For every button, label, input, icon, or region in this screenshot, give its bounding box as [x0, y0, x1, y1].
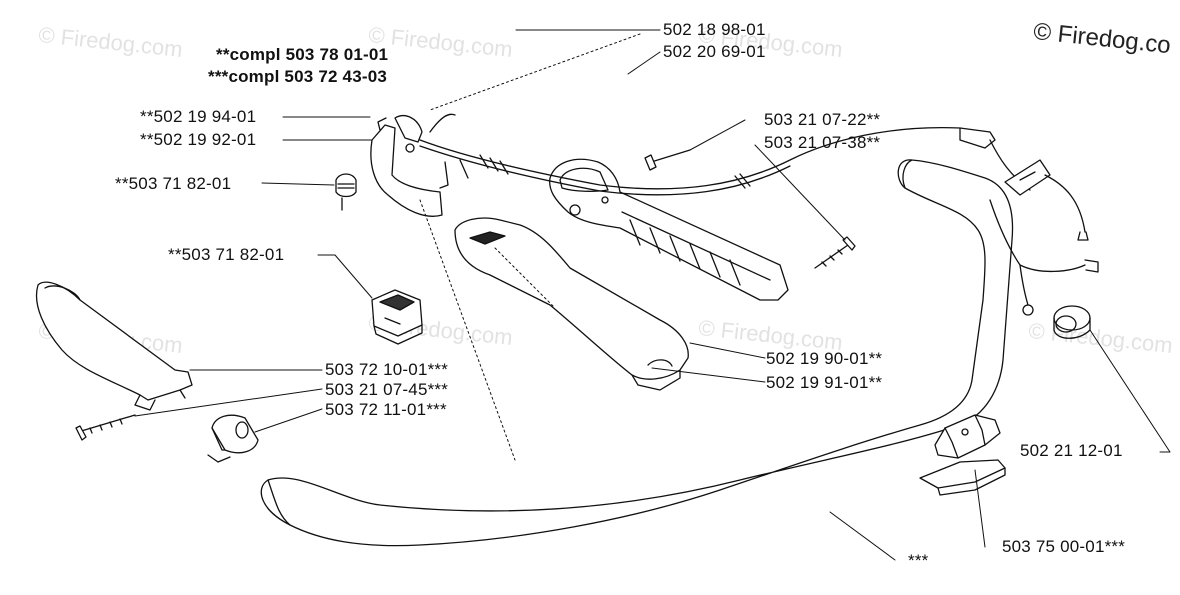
part-label: 502 20 69-01 — [663, 42, 766, 61]
handle-housing-lower — [454, 217, 689, 391]
part-label: 502 19 91-01** — [766, 373, 883, 392]
leader-lines — [134, 29, 1171, 561]
part-label: **503 71 82-01 — [168, 245, 285, 264]
part-label: 503 21 07-45*** — [325, 380, 449, 399]
screw-upper — [644, 149, 691, 171]
part-label: 503 72 11-01*** — [325, 400, 447, 419]
left-grip — [36, 281, 193, 411]
part-label: **502 19 92-01 — [140, 130, 257, 149]
handlebar-tube — [260, 159, 1014, 547]
compl-triple-header: ***compl 503 72 43-03 — [208, 67, 388, 86]
screw-lower — [814, 236, 856, 269]
small-bracket — [207, 414, 259, 463]
part-label: **503 71 82-01 — [115, 174, 232, 193]
connector-bracket — [989, 159, 1099, 316]
throttle-lever — [370, 115, 443, 217]
spring-nut — [335, 173, 357, 211]
part-label: 503 72 10-01*** — [325, 360, 449, 379]
part-label: 502 18 98-01 — [663, 20, 766, 39]
part-label: **502 19 94-01 — [140, 107, 257, 126]
tube-clamp — [919, 414, 1006, 496]
bolt-left — [75, 414, 136, 441]
grommet — [1053, 305, 1091, 339]
switch — [371, 289, 423, 345]
part-label: 503 21 07-38** — [764, 133, 881, 152]
compl-double-header: **compl 503 78 01-01 — [216, 45, 389, 64]
part-label: 502 21 12-01 — [1020, 441, 1123, 460]
part-label: *** — [908, 551, 929, 570]
part-label: 502 19 90-01** — [766, 349, 883, 368]
part-label: 503 21 07-22** — [764, 110, 881, 129]
part-label: 503 75 00-01*** — [1002, 537, 1126, 556]
